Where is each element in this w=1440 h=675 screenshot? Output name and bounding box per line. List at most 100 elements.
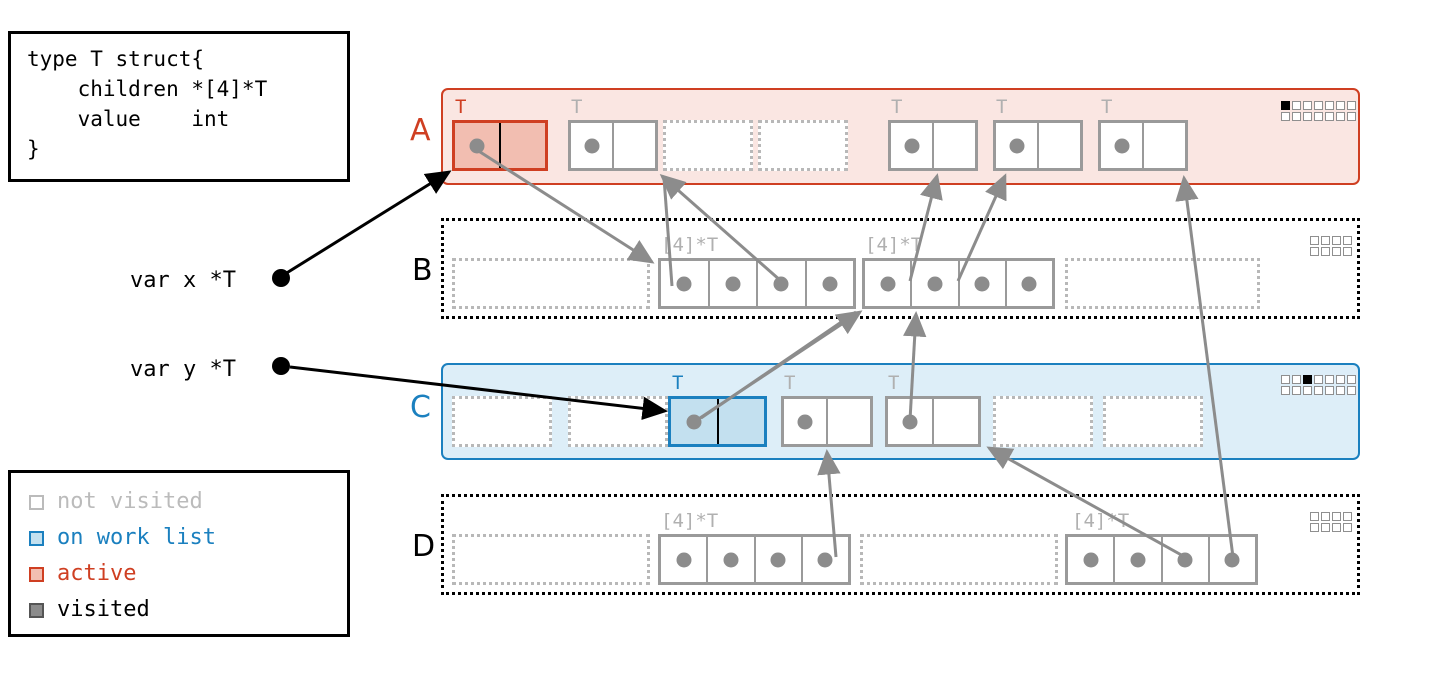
- row-D-array0-cell1[interactable]: [708, 537, 756, 582]
- row-A-slot6-pointer-field: [1101, 123, 1144, 168]
- row-D-array1-cell0[interactable]: [1068, 537, 1116, 582]
- legend-swatch-on-work-list: [29, 530, 44, 546]
- row-C-slot2-value-field: [719, 399, 765, 444]
- legend-swatch-visited: [29, 602, 44, 618]
- row-D-array0-cell3[interactable]: [803, 537, 848, 582]
- row-D-array1-cell2-dot: [1177, 552, 1193, 567]
- row-C-slot2-pointer-dot: [686, 414, 702, 429]
- row-C-slot2-type-label: T: [672, 372, 684, 394]
- var-y-pointer-dot: [272, 357, 290, 375]
- row-C-slot4-type-label: T: [888, 372, 900, 394]
- row-A-slot1-pointer-field: [571, 123, 614, 168]
- row-C-slot4-tcell[interactable]: [885, 396, 981, 447]
- row-C-letter: C: [410, 390, 431, 425]
- row-A-slot0-tcell[interactable]: [452, 120, 548, 171]
- row-D-array0-cell2-dot: [770, 552, 786, 567]
- row-B-slot0-empty: [452, 258, 650, 309]
- row-A-slot6-value-field: [1144, 123, 1185, 168]
- row-A-slot1-tcell[interactable]: [568, 120, 658, 171]
- row-D-bitmap-icon: [1310, 512, 1352, 532]
- row-C-slot5-empty: [993, 396, 1093, 447]
- row-D-array1-cell2[interactable]: [1163, 537, 1210, 582]
- row-C-slot3-pointer-dot: [797, 414, 813, 429]
- row-D-array1-cell3[interactable]: [1210, 537, 1255, 582]
- row-C-slot3-pointer-field: [784, 399, 828, 444]
- row-B-array0-cell2-dot: [773, 276, 789, 291]
- var-x-label: var x *T: [130, 268, 236, 293]
- row-C-slot6-empty: [1103, 396, 1203, 447]
- legend-item-on-work-list: on work list: [29, 520, 347, 556]
- row-A-bitmap-icon: [1281, 101, 1356, 121]
- row-B-letter: B: [412, 253, 433, 288]
- row-B-array0-cell1[interactable]: [710, 261, 758, 306]
- row-D-array0[interactable]: [658, 534, 851, 585]
- row-A-slot0-pointer-field: [455, 123, 501, 168]
- legend-label-visited: visited: [57, 597, 150, 622]
- row-A-slot5-tcell[interactable]: [993, 120, 1083, 171]
- row-A-slot1-value-field: [614, 123, 655, 168]
- row-D-array0-cell3-dot: [817, 552, 833, 567]
- row-A-slot5-type-label: T: [996, 96, 1008, 118]
- row-D-array0-cell2[interactable]: [756, 537, 803, 582]
- row-A-slot3-empty: [758, 120, 848, 171]
- row-A-slot1-type-label: T: [571, 96, 583, 118]
- row-D-array1-cell1-dot: [1130, 552, 1146, 567]
- row-C-slot3-type-label: T: [784, 372, 796, 394]
- row-B-array1-label: [4]*T: [865, 234, 923, 256]
- row-D-array1-label: [4]*T: [1072, 510, 1130, 532]
- row-A-slot0-type-label: T: [455, 96, 467, 118]
- row-B-slot3-empty: [1065, 258, 1260, 309]
- row-A-slot1-pointer-dot: [584, 138, 599, 153]
- row-A-slot4-type-label: T: [891, 96, 903, 118]
- row-A-letter: A: [410, 113, 431, 148]
- var-x-pointer-dot: [272, 269, 290, 287]
- row-B-array1-cell2[interactable]: [960, 261, 1007, 306]
- row-D-array1-cell3-dot: [1224, 552, 1240, 567]
- row-A-slot6-tcell[interactable]: [1098, 120, 1188, 171]
- legend-item-active: active: [29, 556, 347, 592]
- row-D-array0-label: [4]*T: [661, 510, 719, 532]
- row-B-array0[interactable]: [658, 258, 856, 309]
- row-A-slot6-type-label: T: [1101, 96, 1113, 118]
- row-B-array0-cell3-dot: [822, 276, 838, 291]
- row-D-array1[interactable]: [1065, 534, 1258, 585]
- row-A-slot5-value-field: [1039, 123, 1080, 168]
- row-A-slot5-pointer-field: [996, 123, 1039, 168]
- row-D-array1-cell0-dot: [1083, 552, 1099, 567]
- row-A-slot0-value-field: [501, 123, 545, 168]
- row-C-slot2-tcell[interactable]: [668, 396, 767, 447]
- row-A-slot4-tcell[interactable]: [888, 120, 978, 171]
- row-D-slot2-empty: [860, 534, 1058, 585]
- row-D-array0-cell0[interactable]: [661, 537, 709, 582]
- legend-label-active: active: [57, 561, 137, 586]
- row-D-array1-cell1[interactable]: [1115, 537, 1163, 582]
- row-C-slot4-value-field: [934, 399, 978, 444]
- row-B-array0-cell0-dot: [676, 276, 692, 291]
- row-C-bitmap-icon: [1281, 375, 1356, 395]
- row-C-slot1-empty: [568, 396, 668, 447]
- row-B-array0-cell3[interactable]: [807, 261, 854, 306]
- row-B-array0-label: [4]*T: [661, 234, 719, 256]
- legend-box: not visited on work list active visited: [8, 470, 350, 637]
- row-C-slot4-pointer-dot: [902, 414, 918, 429]
- row-A-slot2-empty: [663, 120, 753, 171]
- row-B-bitmap-icon: [1310, 236, 1352, 256]
- row-B-array1-cell2-dot: [974, 276, 990, 291]
- row-A-slot6-pointer-dot: [1114, 138, 1129, 153]
- row-A-slot5-pointer-dot: [1009, 138, 1024, 153]
- row-B-array0-cell0[interactable]: [661, 261, 710, 306]
- row-B-array1-cell0[interactable]: [865, 261, 913, 306]
- row-B-array1-cell1[interactable]: [912, 261, 960, 306]
- type-declaration-box: type T struct{ children *[4]*T value int…: [8, 31, 350, 182]
- type-declaration-code: type T struct{ children *[4]*T value int…: [27, 47, 268, 161]
- row-A-slot4-value-field: [934, 123, 975, 168]
- row-B-array1-cell3[interactable]: [1007, 261, 1052, 306]
- row-B-array0-cell2[interactable]: [758, 261, 807, 306]
- row-B-array1-cell3-dot: [1021, 276, 1037, 291]
- row-B-array1[interactable]: [862, 258, 1055, 309]
- row-C-slot2-pointer-field: [671, 399, 719, 444]
- row-C-slot3-tcell[interactable]: [781, 396, 873, 447]
- row-A-slot4-pointer-field: [891, 123, 934, 168]
- row-C-slot0-empty: [452, 396, 552, 447]
- row-D-slot0-empty: [452, 534, 650, 585]
